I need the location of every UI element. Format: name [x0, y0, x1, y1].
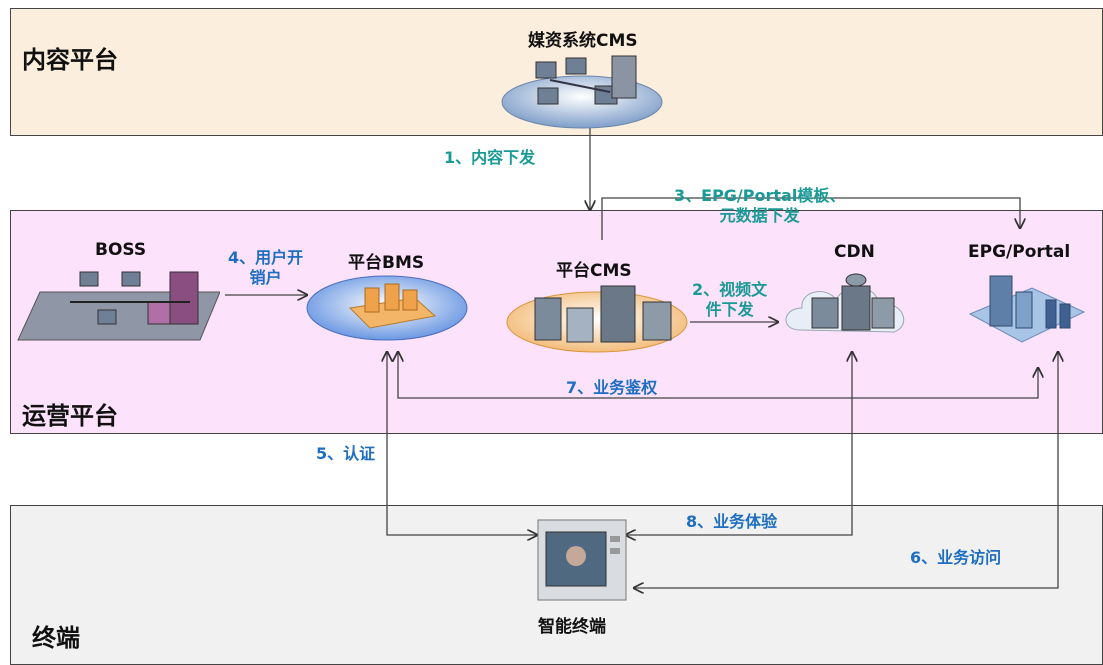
operation-platform-label: 运营平台: [22, 402, 118, 430]
step-5-label: 5、认证: [316, 444, 376, 463]
step-6-label: 6、业务访问: [910, 548, 1002, 567]
epg-portal-label: EPG/Portal: [968, 242, 1071, 262]
server-cluster-icon: [506, 285, 688, 353]
smart-terminal-label: 智能终端: [538, 617, 606, 637]
step-2-line2: 件下发: [705, 300, 754, 319]
content-platform-label: 内容平台: [22, 46, 118, 74]
step-3-line2: 元数据下发: [719, 206, 800, 225]
step-1-label: 1、内容下发: [444, 148, 536, 167]
step-2-label: 2、视频文 件下发: [692, 280, 767, 320]
link-service-experience: [626, 352, 852, 535]
terminal-label: 终端: [32, 624, 80, 652]
cdn-label: CDN: [834, 242, 875, 262]
media-cms-label: 媒资系统CMS: [528, 31, 638, 51]
step-4-line1: 4、用户开: [228, 248, 304, 267]
cdn-cloud-icon: [785, 273, 905, 333]
step-2-line1: 2、视频文: [692, 280, 768, 299]
step-4-line2: 销户: [249, 268, 282, 287]
platform-cms-label: 平台CMS: [556, 261, 632, 281]
network-lan-icon: [17, 271, 220, 341]
step-4-label: 4、用户开 销户: [228, 248, 303, 288]
smart-tv-icon: [537, 519, 627, 601]
link-authentication: [387, 352, 537, 535]
step-8-label: 8、业务体验: [686, 512, 778, 531]
boss-label: BOSS: [95, 240, 147, 260]
link-epg-template: [601, 197, 1020, 240]
step-3-line1: 3、EPG/Portal模板、: [674, 186, 846, 205]
link-service-auth: [398, 352, 1038, 399]
bms-label: 平台BMS: [348, 253, 425, 273]
step-3-label: 3、EPG/Portal模板、 元数据下发: [674, 186, 845, 226]
step-7-label: 7、业务鉴权: [566, 378, 658, 397]
server-platform-icon: [306, 275, 468, 341]
portal-server-icon: [968, 275, 1086, 343]
link-service-access: [634, 352, 1058, 588]
network-servers-icon: [501, 55, 663, 129]
